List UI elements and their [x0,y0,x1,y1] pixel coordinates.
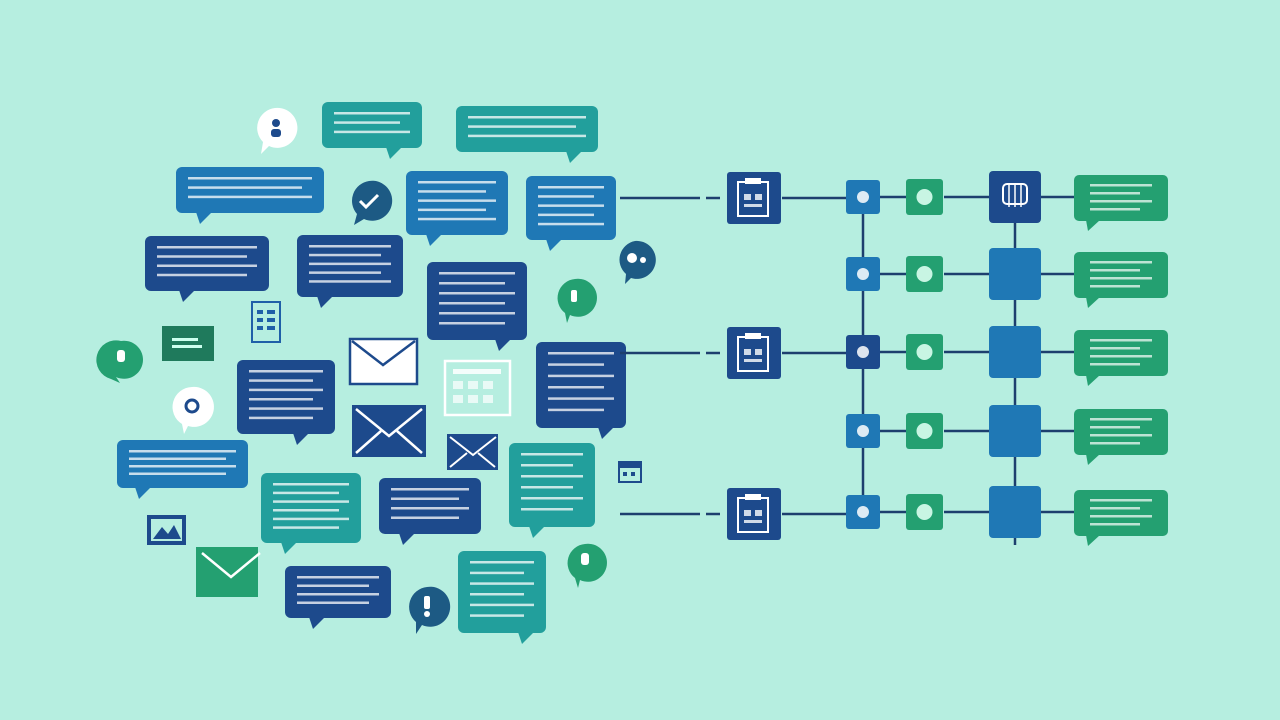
router-node-2 [846,257,880,291]
chat-bubble-5 [526,176,616,251]
output-bubble-4 [1074,409,1168,465]
message-cloud [96,102,656,644]
chat-bubble-4 [406,171,508,246]
processor-node-4 [989,405,1041,457]
filter-node-2 [906,256,943,292]
grid-row-4 [846,405,1074,457]
message-bubbles [117,102,626,644]
pin-icon-3 [567,543,607,588]
output-bubble-5 [1074,490,1168,546]
chat-bubble-15 [285,566,391,629]
user-badge-icon [257,107,298,154]
filter-node-1 [906,179,943,215]
chat-bubble-9 [237,360,335,445]
routing-channels [620,172,846,540]
output-bubble-1 [1074,175,1168,231]
router-node-3 [846,335,880,369]
chat-dot-icon [619,240,656,284]
info-pin-icon-2 [96,340,143,383]
chat-bubble-1 [322,102,422,159]
image-icon [147,515,186,545]
calendar-icon [443,359,512,417]
chat-bubble-3 [176,167,324,224]
processor-node-3 [989,326,1041,378]
clipboard-icon [727,327,781,379]
channel-bottom [620,488,846,540]
chat-bubble-13 [379,478,481,545]
check-icon [352,180,393,225]
chat-bubble-16 [458,551,546,644]
grid-row-2 [846,248,1074,300]
channel-top [620,172,846,224]
channel-middle [620,327,846,379]
processor-node-1 [989,171,1041,223]
clipboard-icon [727,172,781,224]
chat-bubble-7 [297,235,403,308]
chat-bubble-11 [117,440,248,499]
processing-grid [846,171,1168,546]
spreadsheet-icon [251,301,281,343]
filter-node-5 [906,494,943,530]
chat-bubble-6 [145,236,269,302]
router-node-1 [846,180,880,214]
chat-bubble-14 [509,443,595,538]
processor-node-5 [989,486,1041,538]
info-pin-icon-1 [557,278,597,323]
envelope-icon-3 [447,434,498,470]
chat-bubble-12 [261,473,361,554]
chat-bubble-10 [536,342,626,439]
filter-node-4 [906,413,943,449]
output-bubble-3 [1074,330,1168,386]
chat-bubble-2 [456,106,598,163]
grid-row-1 [846,171,1074,223]
grid-row-3 [846,326,1074,378]
grid-row-5 [846,486,1074,538]
card-icon [162,326,214,361]
envelope-icon-1 [348,337,419,386]
envelope-icon-2 [352,405,426,457]
envelope-icon-4 [196,547,261,597]
router-node-4 [846,414,880,448]
processor-node-2 [989,248,1041,300]
clipboard-icon [727,488,781,540]
alert-icon [409,586,451,634]
calendar-small-icon [618,461,642,483]
output-bubble-2 [1074,252,1168,308]
filter-node-3 [906,334,943,370]
chat-bubble-8 [427,262,527,351]
link-icon [172,386,214,434]
router-node-5 [846,495,880,529]
